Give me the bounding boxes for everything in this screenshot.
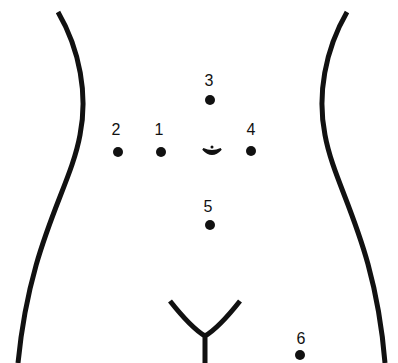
port-dot	[205, 95, 215, 105]
callout-number: 3	[205, 72, 214, 90]
port-dot	[113, 147, 123, 157]
callout-number: 4	[247, 121, 256, 139]
body-outline	[322, 12, 385, 363]
port-dot	[295, 350, 305, 360]
callout-number: 2	[112, 121, 121, 139]
navel-symbol	[203, 149, 221, 154]
groin-lines	[170, 301, 240, 363]
port-dot	[205, 220, 215, 230]
body-outline	[18, 12, 83, 363]
navel-symbol	[211, 146, 214, 149]
port-dot	[156, 147, 166, 157]
port-dot	[246, 146, 256, 156]
callout-number: 5	[204, 198, 213, 216]
callout-number: 1	[155, 121, 164, 139]
callout-number: 6	[297, 330, 306, 348]
